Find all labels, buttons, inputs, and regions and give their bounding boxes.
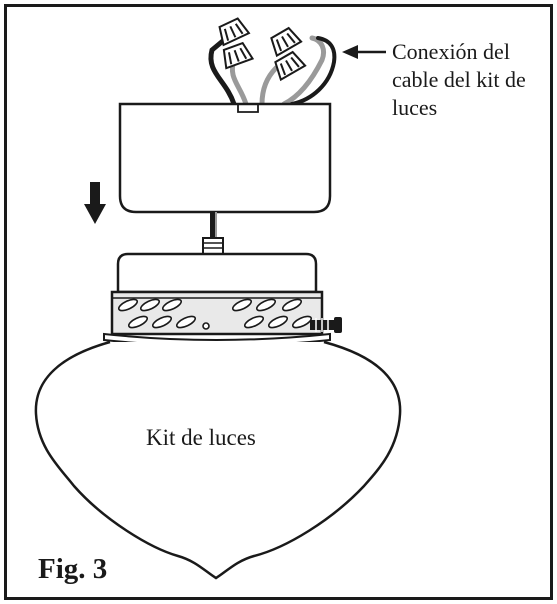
wire-nut-1 <box>218 17 251 47</box>
down-arrow-icon <box>84 182 106 224</box>
wire-nut-4 <box>274 50 307 82</box>
light-kit-label: Kit de luces <box>146 425 256 450</box>
fitter-band <box>103 290 331 347</box>
switch-housing <box>118 102 332 214</box>
wire-nut-3 <box>270 26 303 58</box>
lead-wire <box>202 212 224 255</box>
callout-line: luces <box>392 95 438 120</box>
connection-callout-label: Conexión del cable del kit de luces <box>392 38 526 122</box>
set-screw <box>310 317 342 333</box>
callout-line: cable del kit de <box>392 67 526 92</box>
glass-shade <box>34 340 402 580</box>
callout-arrow <box>342 45 386 59</box>
fitter-cap <box>116 252 318 294</box>
figure-number: Fig. 3 <box>38 553 108 585</box>
wire-nut-2 <box>222 41 255 70</box>
wire-connectors <box>218 17 307 82</box>
callout-line: Conexión del <box>392 39 510 64</box>
figure-border <box>4 4 553 600</box>
